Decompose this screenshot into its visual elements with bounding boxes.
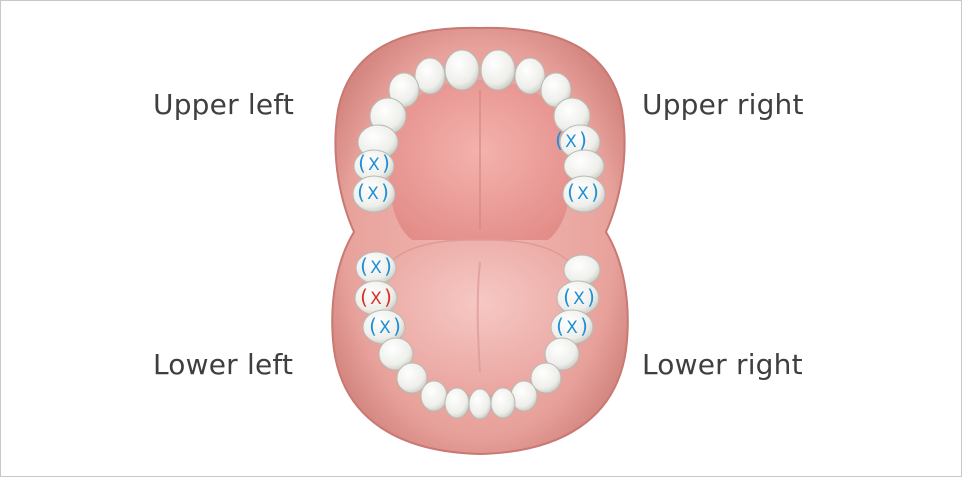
- x-mark-letter: X: [379, 318, 391, 338]
- x-mark-paren: ): [384, 254, 392, 278]
- x-mark-letter: X: [367, 184, 379, 204]
- x-marker-lower-left-2: (X): [360, 285, 392, 309]
- x-mark-paren: ): [579, 128, 587, 152]
- x-mark-paren: (: [555, 128, 563, 152]
- x-mark-paren: (: [360, 285, 368, 309]
- x-marker-upper-right-2: (X): [567, 180, 599, 204]
- x-marker-lower-left-1: (X): [360, 254, 392, 278]
- x-mark-paren: (: [567, 180, 575, 204]
- x-marker-lower-left-3: (X): [369, 314, 401, 338]
- x-mark-paren: ): [580, 314, 588, 338]
- x-mark-paren: (: [556, 314, 564, 338]
- x-mark-paren: ): [591, 180, 599, 204]
- lower-teeth: [354, 251, 601, 420]
- upper-right-label: Upper right: [642, 88, 804, 121]
- x-mark-paren: (: [369, 314, 377, 338]
- upper-teeth: [352, 49, 606, 213]
- x-marker-lower-right-2: (X): [556, 314, 588, 338]
- lower-left-label: Lower left: [153, 348, 294, 381]
- x-mark-letter: X: [566, 318, 578, 338]
- x-mark-letter: X: [565, 132, 577, 152]
- x-mark-letter: X: [370, 258, 382, 278]
- x-mark-paren: ): [587, 285, 595, 309]
- lower-right-label: Lower right: [642, 348, 803, 381]
- x-mark-paren: (: [358, 151, 366, 175]
- x-mark-paren: ): [382, 151, 390, 175]
- x-mark-letter: X: [370, 289, 382, 309]
- x-mark-paren: (: [357, 180, 365, 204]
- x-marker-upper-left-2: (X): [357, 180, 389, 204]
- x-mark-paren: (: [360, 254, 368, 278]
- x-marker-upper-right-1: (X): [555, 128, 587, 152]
- x-mark-letter: X: [368, 155, 380, 175]
- x-mark-paren: (: [563, 285, 571, 309]
- x-marker-upper-left-1: (X): [358, 151, 390, 175]
- x-marker-lower-right-1: (X): [563, 285, 595, 309]
- x-mark-paren: ): [381, 180, 389, 204]
- x-mark-paren: ): [393, 314, 401, 338]
- x-mark-letter: X: [573, 289, 585, 309]
- upper-left-label: Upper left: [153, 88, 295, 121]
- tooth-markers: (X)(X)(X)(X)(X)(X)(X)(X)(X): [357, 128, 599, 338]
- x-mark-letter: X: [577, 184, 589, 204]
- x-mark-paren: ): [384, 285, 392, 309]
